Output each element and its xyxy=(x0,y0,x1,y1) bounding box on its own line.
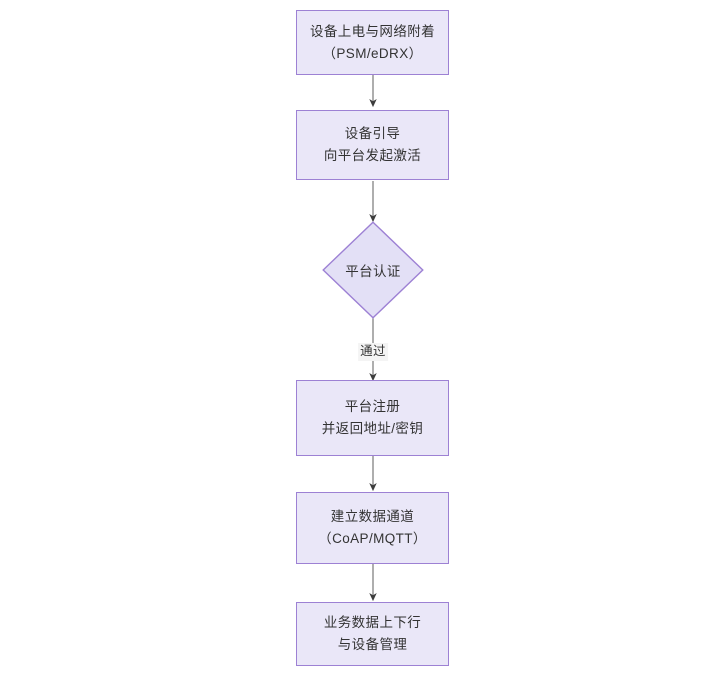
node-label-line2: （PSM/eDRX） xyxy=(322,45,423,61)
node-business-data-and-device-mgmt[interactable]: 业务数据上下行 与设备管理 xyxy=(296,602,449,666)
node-label-line2: 并返回地址/密钥 xyxy=(321,421,424,436)
edge-label-pass: 通过 xyxy=(358,343,388,361)
node-label-line1: 平台注册 xyxy=(344,399,401,415)
node-device-bootstrap[interactable]: 设备引导 向平台发起激活 xyxy=(296,110,449,180)
node-platform-registration[interactable]: 平台注册 并返回地址/密钥 xyxy=(296,380,449,456)
node-label-line1: 建立数据通道 xyxy=(330,509,415,525)
node-platform-auth-decision[interactable]: 平台认证 xyxy=(322,221,424,319)
node-label-line1: 业务数据上下行 xyxy=(323,615,422,631)
node-label-line1: 设备上电与网络附着 xyxy=(309,23,436,39)
node-label-line2: 向平台发起激活 xyxy=(323,148,422,163)
diamond-shape xyxy=(322,221,424,319)
node-label: 平台认证 xyxy=(345,264,401,279)
node-label-line1: 设备引导 xyxy=(344,126,401,142)
node-label-line2: 与设备管理 xyxy=(337,637,408,652)
node-label-line2: （CoAP/MQTT） xyxy=(318,531,427,546)
node-data-channel[interactable]: 建立数据通道 （CoAP/MQTT） xyxy=(296,492,449,564)
node-device-power-on[interactable]: 设备上电与网络附着 （PSM/eDRX） xyxy=(296,10,449,75)
